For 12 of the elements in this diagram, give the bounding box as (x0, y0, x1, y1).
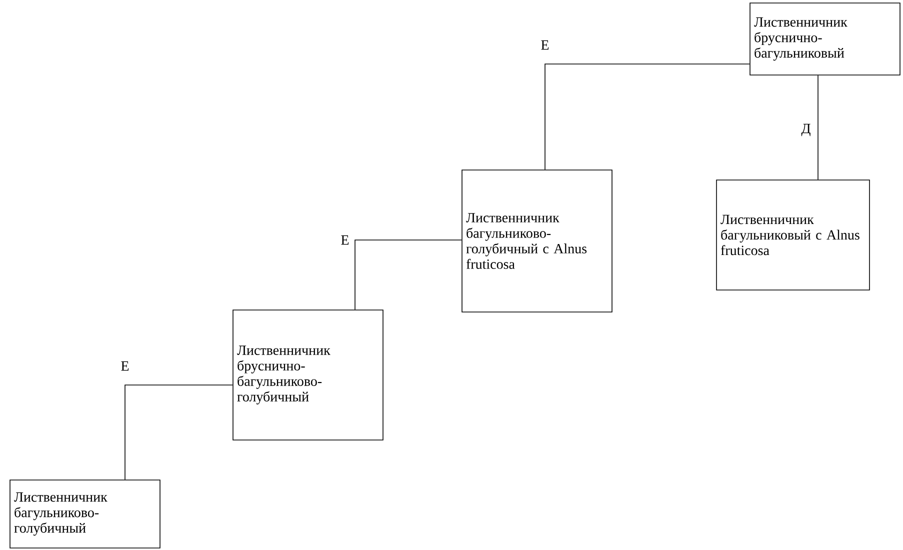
connector-line (354, 240, 462, 310)
edge-label: Е (338, 233, 352, 247)
edge-label: Д (799, 122, 813, 138)
edge-label: Е (538, 38, 552, 52)
connector-line (124, 384, 233, 480)
text-box: Лиственничник багульниково-голубичный с Alnus fruticosa (462, 170, 612, 312)
text-box: Лиственничник багульниково-голубичный (10, 480, 160, 548)
edge-label: Е (118, 359, 132, 373)
connector-line (544, 64, 750, 170)
text-box: Лиственничник бруснично-багульниково-голубичный (232, 310, 384, 440)
text-box: Лиственничник бруснично-багульниковый (750, 2, 900, 76)
text-box: Лиственничник багульниковый с Alnus fruticosa (716, 180, 870, 290)
